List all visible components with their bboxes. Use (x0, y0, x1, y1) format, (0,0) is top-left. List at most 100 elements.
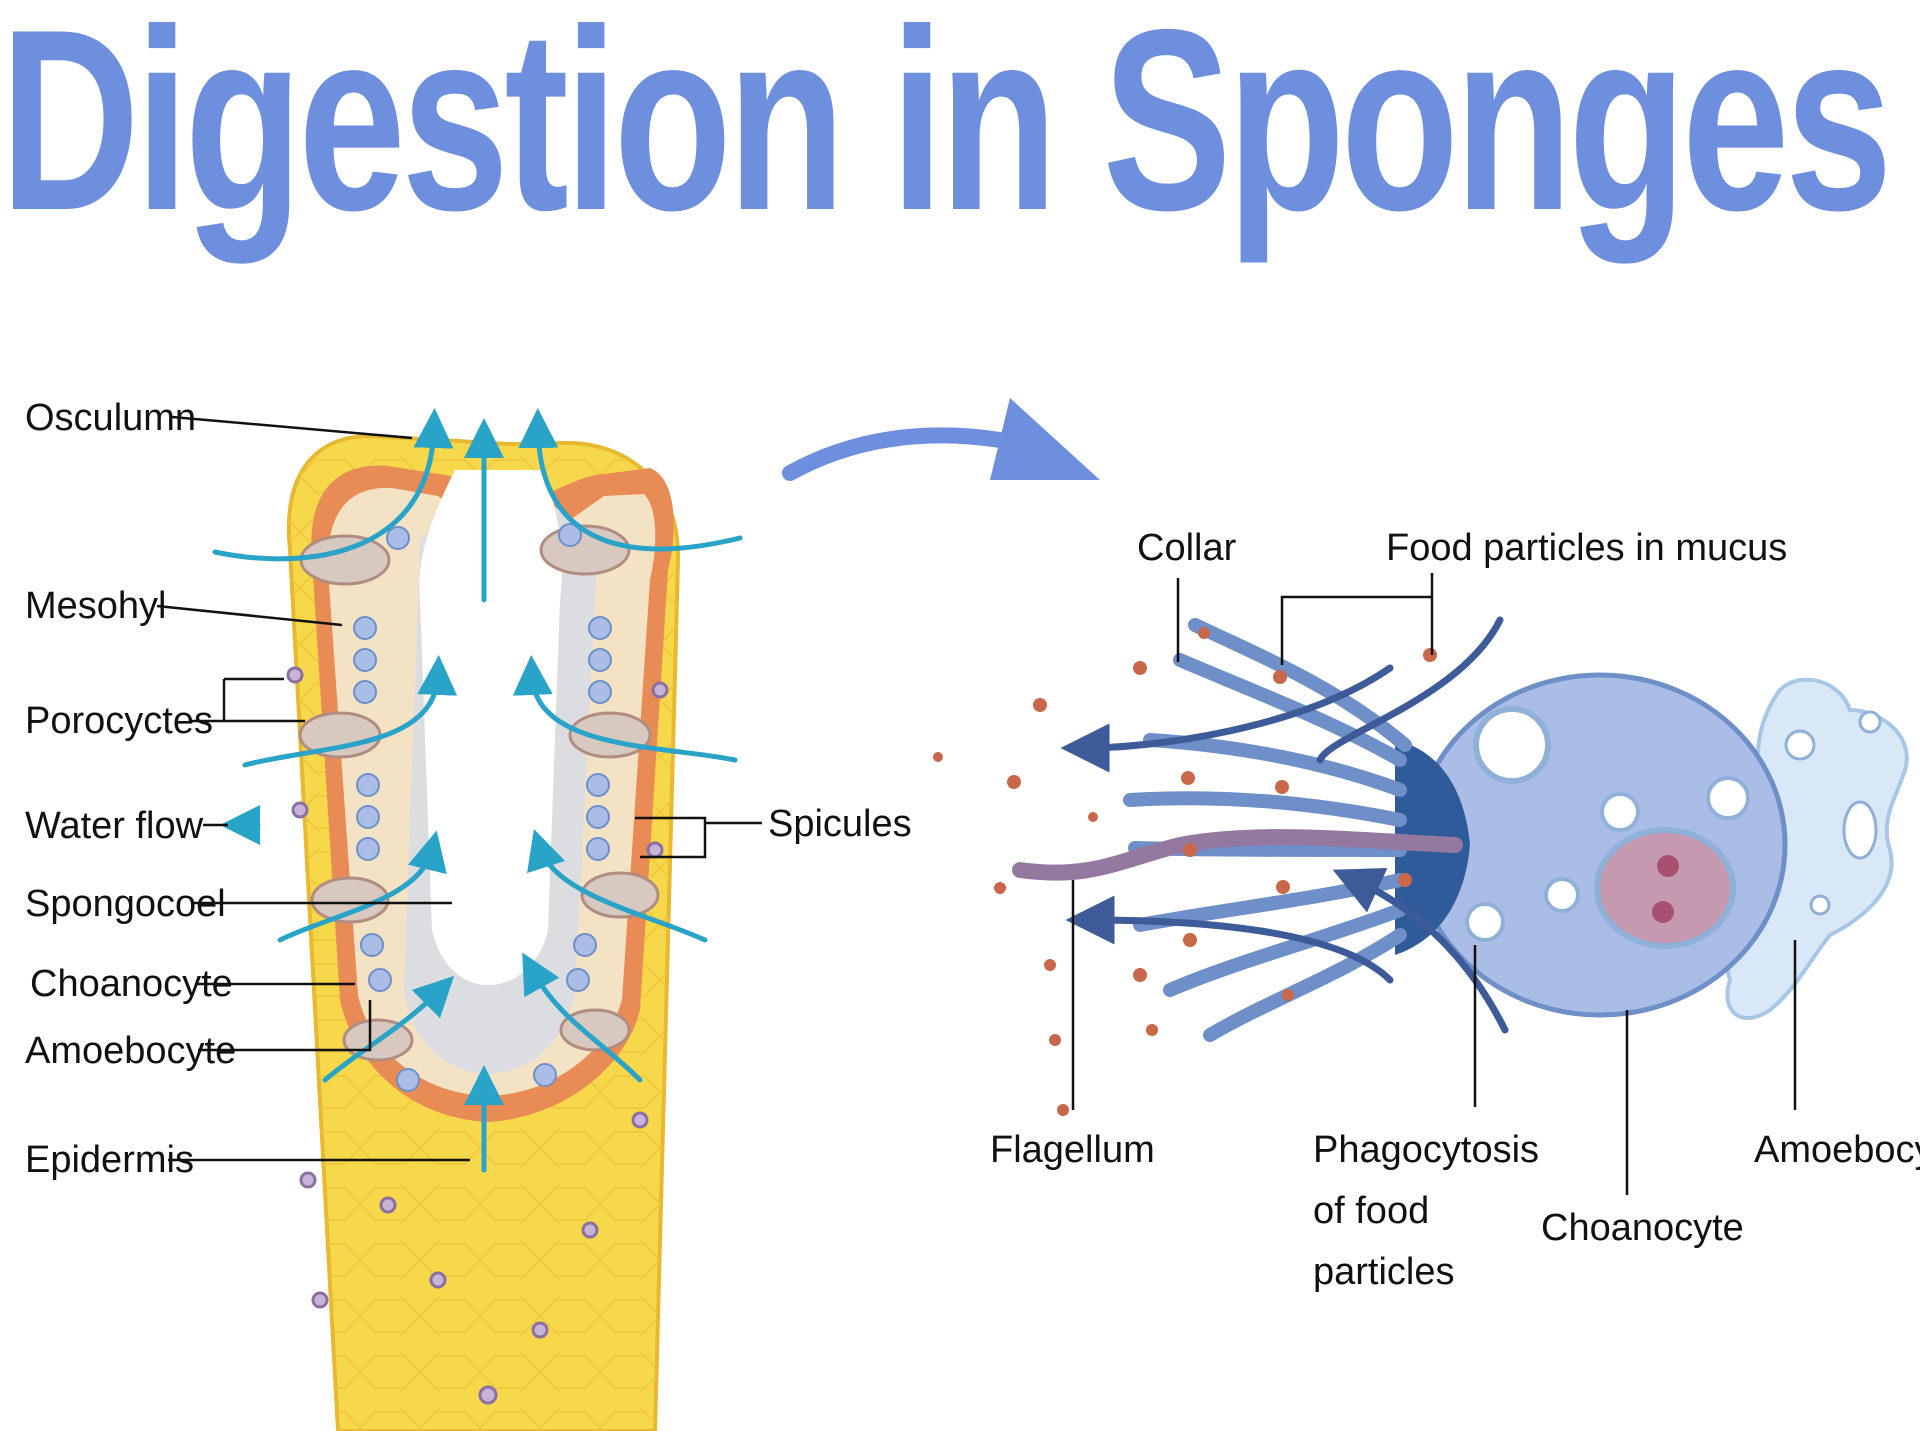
nucleus (531, 1321, 549, 1339)
food-particle (1007, 775, 1021, 789)
current-arrow (1332, 868, 1509, 1034)
vacuole (1473, 706, 1551, 784)
choanocyte-body (1412, 672, 1788, 1018)
leader-line-porocyctes (190, 677, 305, 723)
food-particle (1398, 873, 1412, 887)
water-arrow (242, 655, 458, 768)
water-arrow (212, 408, 454, 562)
label-spicules: Spicules (768, 803, 912, 845)
flagellum (1012, 829, 1463, 881)
food-particle (1423, 648, 1437, 662)
water-arrow (518, 408, 743, 552)
nucleus (478, 1385, 498, 1405)
cell-labels: Collar Food particles in mucus Flagellum… (990, 527, 1920, 1293)
current-arrows (1060, 616, 1509, 1034)
transition-arrow (782, 398, 1100, 481)
vacuole (1858, 710, 1882, 734)
label-osculumn: Osculumn (25, 397, 196, 439)
choanocytes (353, 523, 612, 1092)
food-particle (1183, 933, 1197, 947)
collar-microvillus (1173, 653, 1407, 767)
current-arrow (1060, 664, 1394, 773)
porocyte (310, 876, 390, 924)
vacuole (1706, 776, 1750, 820)
food-particle (1276, 880, 1290, 894)
choanocyte-cell (586, 805, 610, 829)
water-flow-arrows (212, 408, 743, 1173)
food-particle (994, 882, 1006, 894)
food-particle (1181, 771, 1195, 785)
vacuole (1600, 792, 1640, 832)
leader-line-mesohyl (156, 604, 343, 627)
nucleus (646, 841, 664, 859)
choanocyte-cell (586, 773, 610, 797)
collar-microvillus (1203, 928, 1407, 1042)
nucleolus (1652, 901, 1674, 923)
choanocyte-cell (353, 648, 377, 672)
cell-nucleus (1594, 827, 1736, 949)
nucleus (631, 1111, 649, 1129)
porocyte (559, 1008, 631, 1052)
label-amoebocyte: Amoebocyte (25, 1030, 236, 1072)
choanocyte-cell (353, 616, 377, 640)
food-particle (1133, 661, 1147, 675)
label-epidermis: Epidermis (25, 1139, 194, 1181)
leader-line-spicules (635, 816, 762, 859)
nucleolus (1657, 855, 1679, 877)
label-phagocytosis-line-3: particles (1313, 1251, 1455, 1293)
water-arrow (322, 975, 455, 1083)
choanocyte-cell (356, 773, 380, 797)
food-particle (1088, 812, 1098, 822)
label-choanocyte: Choanocyte (30, 963, 233, 1005)
water-arrow (512, 655, 738, 763)
food-particle (1133, 968, 1147, 982)
vacuole (1809, 894, 1831, 916)
label-water-flow: Water flow (25, 805, 204, 847)
nucleus (651, 681, 669, 699)
label-mesohyl: Mesohyl (25, 585, 167, 627)
food-particle (1198, 627, 1210, 639)
label-collar: Collar (1137, 527, 1237, 569)
choanocyte-cell (386, 526, 410, 550)
porocyte (580, 871, 660, 919)
choanocyte-cell (573, 933, 597, 957)
nucleus (299, 1171, 317, 1189)
choanocyte-cell (356, 837, 380, 861)
label-phagocytosis-line-1: Phagocytosis (1313, 1129, 1539, 1171)
nucleus (286, 666, 304, 684)
label-porocyctes: Porocyctes (25, 700, 213, 742)
choanocyte-cell-detail (1395, 672, 1788, 1018)
food-particle (933, 752, 943, 762)
choanocyte-cell (558, 523, 582, 547)
leader-line-amoebocyte (198, 1000, 372, 1052)
vacuole (1544, 877, 1580, 913)
choanocyte-cell (368, 968, 392, 992)
food-particle (1273, 670, 1287, 684)
nucleus (311, 1291, 329, 1309)
food-particle (1033, 698, 1047, 712)
label-amoebocyte-detail: Amoebocyte (1754, 1129, 1920, 1171)
water-arrow (522, 952, 643, 1083)
label-phagocytosis-line-2: of food (1313, 1190, 1429, 1232)
choanocyte-cell (533, 1063, 557, 1087)
label-spongocoel: Spongocoel (25, 883, 226, 925)
label-food-particles: Food particles in mucus (1386, 527, 1787, 569)
current-arrow (1316, 616, 1504, 764)
water-arrow (527, 828, 708, 943)
sponge-body (286, 433, 681, 1431)
nucleus (379, 1196, 397, 1214)
food-particle (1275, 780, 1289, 794)
food-particle (1049, 1034, 1061, 1046)
choanocyte-cell (396, 1068, 420, 1092)
food-particle (1044, 959, 1056, 971)
leader-line-osculumn (171, 415, 413, 440)
sponge-labels: Osculumn Mesohyl Porocyctes Water flow S… (25, 397, 912, 1181)
nucleus (1842, 800, 1878, 860)
choanocyte-cell (588, 680, 612, 704)
food-particle (1183, 843, 1197, 857)
nucleus (581, 1221, 599, 1239)
choanocyte-cell (360, 933, 384, 957)
current-arrow (1065, 895, 1394, 984)
food-particle (1146, 1024, 1158, 1036)
